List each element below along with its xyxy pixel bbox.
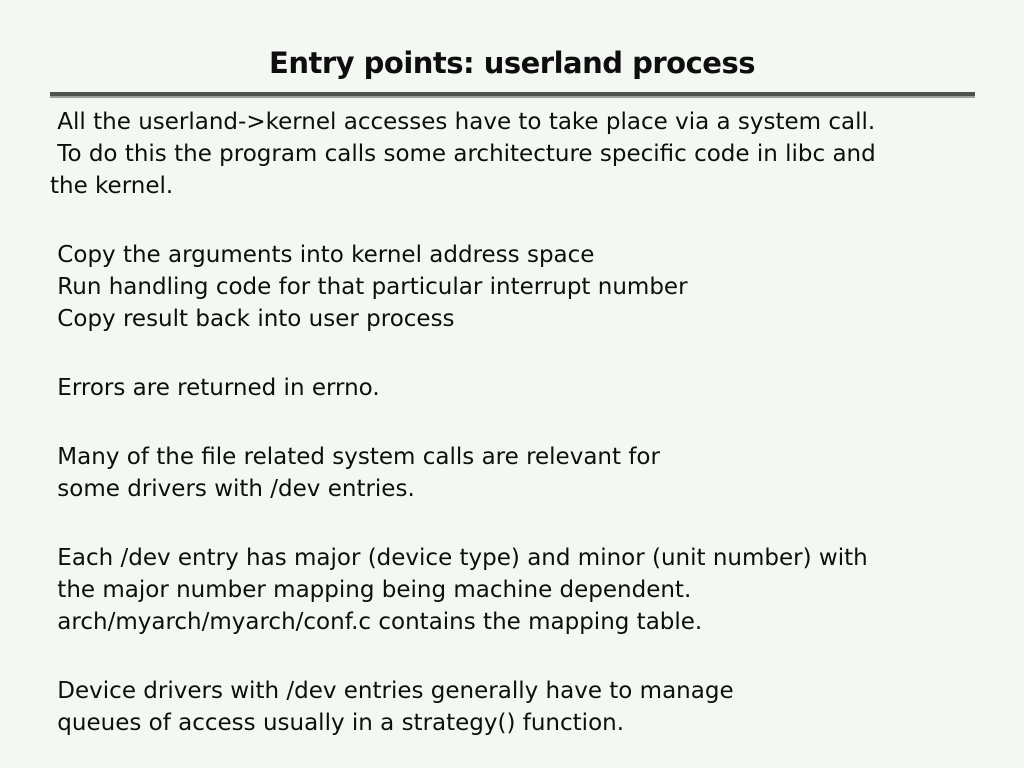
- text-line: Copy the arguments into kernel address s…: [50, 242, 595, 268]
- paragraph: Errors are returned in errno.: [50, 372, 1024, 404]
- text-line: Each /dev entry has major (device type) …: [50, 545, 868, 571]
- paragraph: Device drivers with /dev entries general…: [50, 675, 1024, 739]
- slide-body: All the userland->kernel accesses have t…: [0, 98, 1024, 739]
- paragraph: Many of the file related system calls ar…: [50, 441, 1024, 505]
- text-line: Errors are returned in errno.: [50, 375, 380, 401]
- text-line: To do this the program calls some archit…: [50, 141, 876, 167]
- text-line: Run handling code for that particular in…: [50, 274, 688, 300]
- text-line: some drivers with /dev entries.: [50, 476, 415, 502]
- text-line: arch/myarch/myarch/conf.c contains the m…: [50, 609, 703, 635]
- text-line: the major number mapping being machine d…: [50, 577, 692, 603]
- text-line: the kernel.: [50, 173, 174, 199]
- paragraph: Copy the arguments into kernel address s…: [50, 239, 1024, 335]
- title-divider-rule: [49, 92, 975, 98]
- text-line: Many of the file related system calls ar…: [50, 444, 660, 470]
- slide-title: Entry points: userland process: [269, 46, 755, 80]
- text-line: All the userland->kernel accesses have t…: [50, 109, 876, 135]
- paragraph: Each /dev entry has major (device type) …: [50, 542, 1024, 638]
- text-line: Copy result back into user process: [50, 306, 455, 332]
- text-line: Device drivers with /dev entries general…: [50, 678, 734, 704]
- text-line: queues of access usually in a strategy()…: [50, 710, 625, 736]
- paragraph: All the userland->kernel accesses have t…: [50, 106, 1024, 202]
